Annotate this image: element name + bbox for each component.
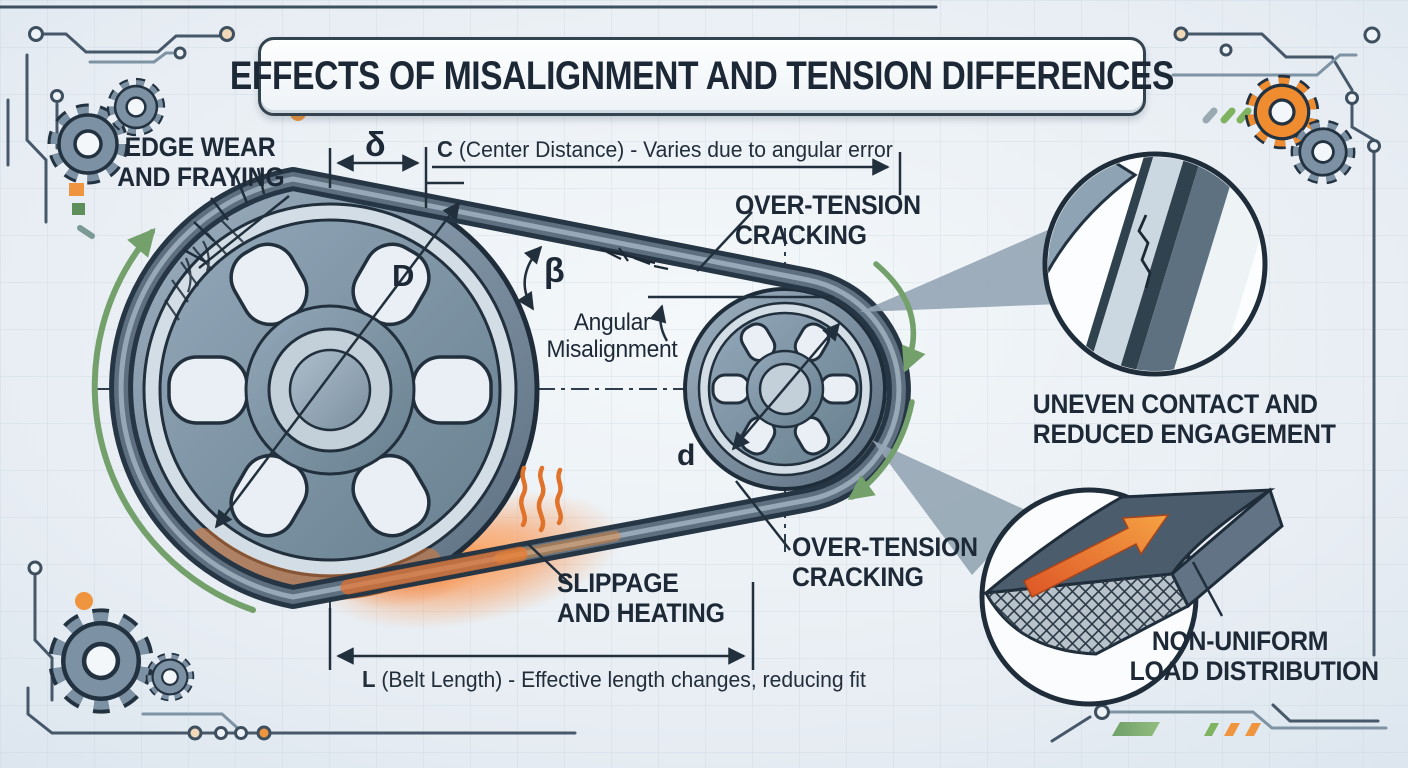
label-angular-misalignment: Angular Misalignment (546, 309, 678, 363)
green-slash (1112, 722, 1160, 736)
crack-icon (1137, 214, 1152, 289)
symbol-small-diameter: d (677, 439, 696, 472)
symbol-large-diameter: D (392, 258, 415, 293)
label-slippage: SLIPPAGE AND HEATING (557, 568, 725, 629)
symbol-delta: δ (365, 126, 386, 164)
label-center-distance: C (Center Distance) - Varies due to angu… (437, 136, 893, 162)
belt-crack-marks (599, 247, 669, 271)
orange-square (69, 183, 84, 196)
page-title: EFFECTS OF MISALIGNMENT AND TENSION DIFF… (229, 54, 1175, 98)
belt (109, 167, 911, 609)
label-over-tension-top: OVER-TENSION CRACKING (735, 190, 921, 251)
label-belt-length: L (Belt Length) - Effective length chang… (362, 666, 866, 692)
dimension-lines (198, 147, 1224, 670)
rotation-arrows-small (847, 261, 926, 500)
green-square (72, 203, 85, 215)
orange-dot (75, 592, 93, 610)
zoom-wedge-bottom (872, 440, 1030, 575)
callout-lines (198, 195, 1224, 617)
zoom-wedge-top (860, 208, 1098, 312)
inset-load-distribution (979, 487, 1284, 707)
circuit-decoration (0, 5, 1388, 743)
label-uneven-contact: UNEVEN CONTACT AND REDUCED ENGAGEMENT (1032, 389, 1336, 450)
title-banner: EFFECTS OF MISALIGNMENT AND TENSION DIFF… (230, 37, 1174, 116)
symbol-beta: β (544, 252, 565, 290)
heat-waves-icon (519, 465, 563, 533)
rotation-arrow-large (91, 227, 256, 613)
inset-uneven-contact (1042, 151, 1268, 377)
label-edge-wear: EDGE WEAR AND FRAYING (117, 132, 285, 193)
label-over-tension-bottom: OVER-TENSION CRACKING (792, 532, 978, 593)
label-non-uniform-load: NON-UNIFORM LOAD DISTRIBUTION (1129, 626, 1379, 687)
gear-icon (53, 613, 150, 710)
load-arrow-icon (1022, 514, 1170, 599)
